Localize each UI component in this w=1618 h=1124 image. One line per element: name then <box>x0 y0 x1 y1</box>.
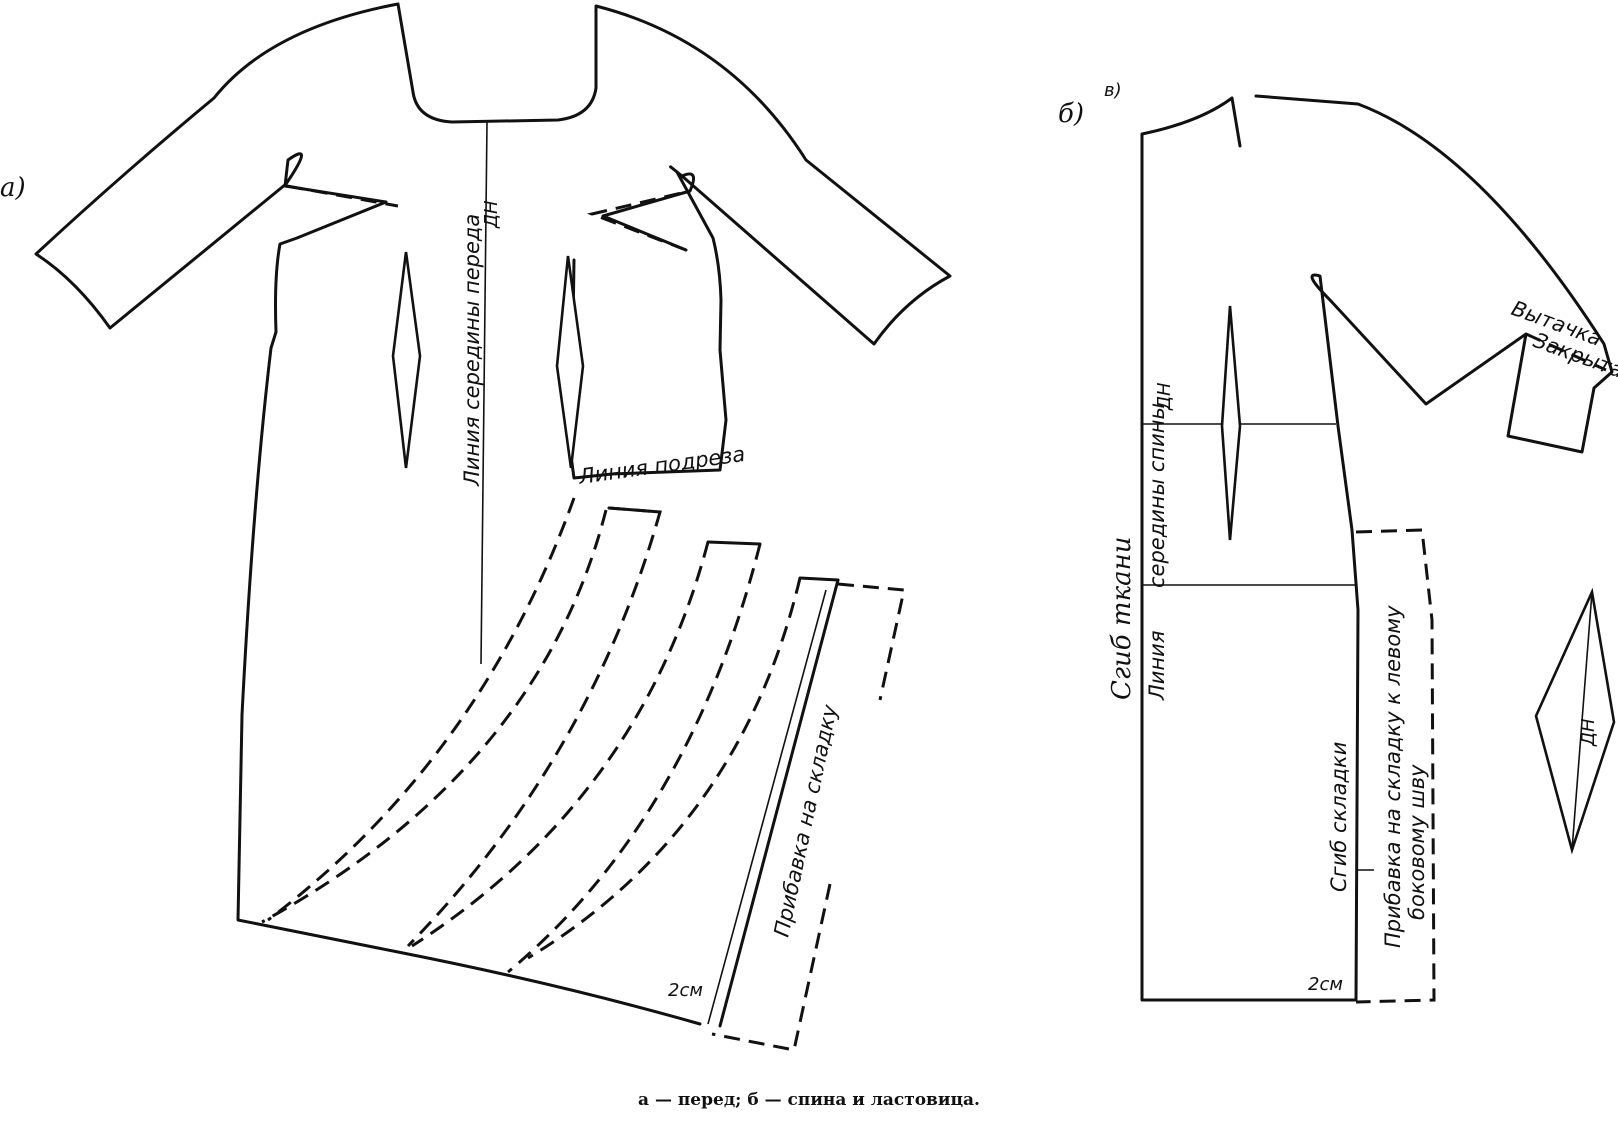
back-waist-dart <box>1220 305 1242 541</box>
front-slash-2b <box>507 543 762 974</box>
front-panel-marker: а) <box>0 173 26 203</box>
back-centre-line-label-b: середины спины <box>1145 403 1169 588</box>
front-slash-1c <box>261 509 608 924</box>
back-pleat-box <box>1355 528 1436 1004</box>
front-pleat-box-top <box>837 582 906 701</box>
front-panel: а) Линия середины переда ДН <box>0 2 952 1052</box>
front-dart-right-dash <box>586 189 691 252</box>
front-waist-dart-left <box>391 251 422 469</box>
back-panel: б) в) ДН Линия середины спины Сгиб ткани… <box>1058 80 1618 1004</box>
front-dart-left-dash <box>286 184 399 208</box>
front-outline <box>396 2 952 480</box>
back-outline <box>1140 94 1614 1002</box>
front-slash-1a <box>267 497 576 922</box>
back-grain-label: ДН <box>1154 382 1175 411</box>
figure-caption: а — перед; б — спина и ластовица. <box>638 1090 980 1110</box>
back-panel-marker: б) <box>1058 99 1084 129</box>
gusset-panel: ДН <box>1534 587 1616 855</box>
front-pleat-inner <box>707 589 827 1025</box>
front-centre-line <box>480 121 488 665</box>
front-left-outline <box>34 2 702 1026</box>
front-slash-1b <box>406 506 662 948</box>
front-pleat-box-bottom <box>711 883 832 1052</box>
front-grain-label: ДН <box>481 200 502 229</box>
back-panel-marker-top: в) <box>1104 80 1122 101</box>
front-slash-1-top <box>607 506 662 514</box>
front-armhole-right <box>601 172 696 252</box>
front-cut-line-label: Линия подреза <box>576 442 746 489</box>
front-slash-3-top <box>798 576 840 582</box>
back-sleeve-dart-dash <box>1525 332 1607 372</box>
front-pleat-edge <box>718 578 840 1028</box>
gusset-grain-label: ДН <box>1578 718 1599 747</box>
back-fabric-fold-label: Сгиб ткани <box>1107 537 1137 700</box>
gusset-grain-line <box>1571 591 1593 851</box>
back-side-pleat-label-b: боковому шву <box>1405 764 1429 920</box>
back-2cm-label: 2см <box>1308 974 1343 995</box>
front-slash-2a <box>411 541 710 948</box>
front-centre-label: Линия середины переда <box>460 214 484 487</box>
front-waist-dart-right <box>555 255 585 469</box>
front-pleat-allowance-label: Прибавка на складку <box>769 702 842 939</box>
front-slash-2-top <box>706 540 762 546</box>
back-side-pleat-label-a: Прибавка на складку к левому <box>1381 605 1405 948</box>
back-pleat-fold-label: Сгиб складки <box>1327 742 1351 892</box>
back-centre-line-label-a: Линия <box>1145 631 1169 701</box>
front-slash-3a <box>527 577 802 960</box>
front-2cm-label: 2см <box>668 980 703 1001</box>
